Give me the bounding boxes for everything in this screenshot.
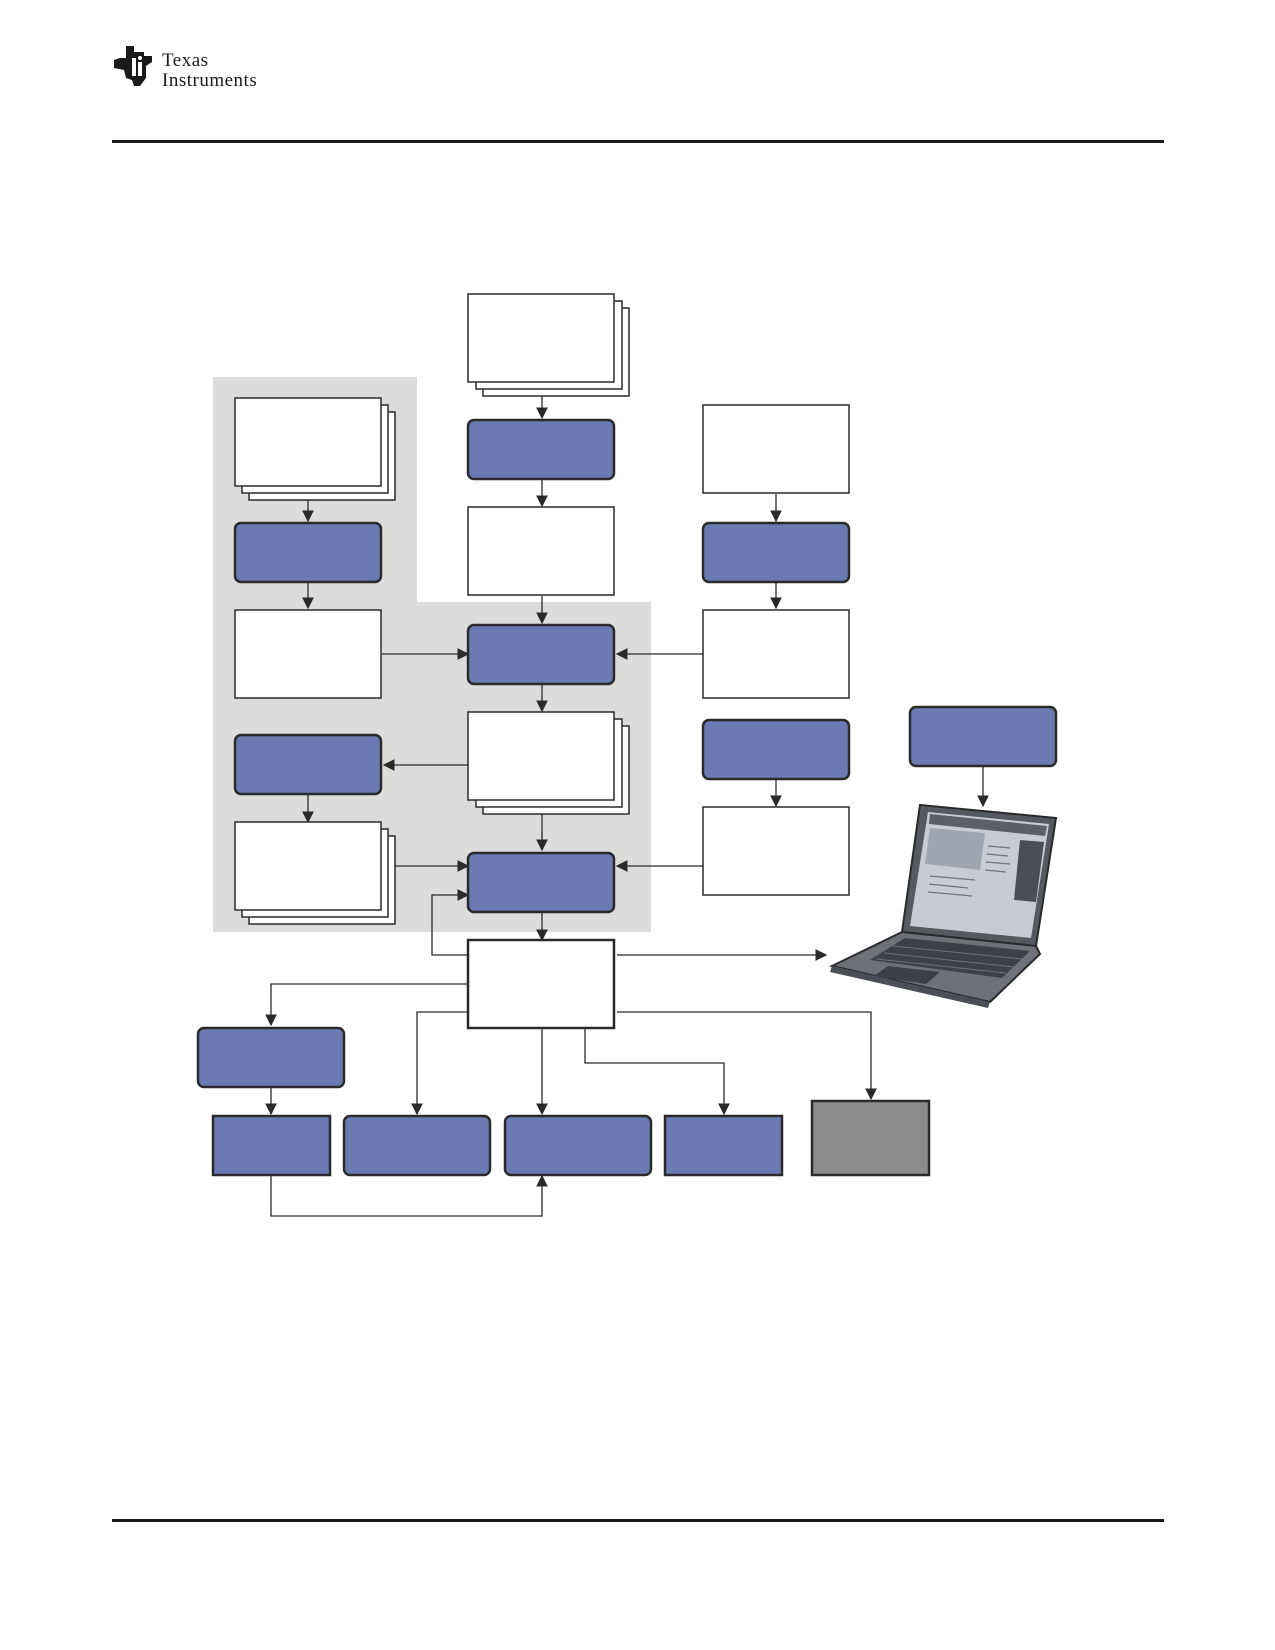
- process-box-bottom-3: [503, 1114, 653, 1177]
- process-box-center-lower: [466, 851, 616, 914]
- logo-line2: Instruments: [162, 70, 258, 91]
- data-box-stack-left-bottom: [234, 821, 396, 925]
- ti-logo: Texas Instruments: [112, 44, 312, 96]
- laptop-icon: [829, 803, 1058, 1008]
- data-box-right-middle: [702, 609, 850, 699]
- hardware-box: [810, 1099, 931, 1177]
- process-box-left-lower: [233, 733, 383, 796]
- output-box: [466, 938, 616, 1030]
- process-box-center-upper: [466, 623, 616, 686]
- process-box-bottom-2: [342, 1114, 492, 1177]
- data-box-left-middle: [234, 609, 382, 699]
- process-box-far-right: [908, 705, 1058, 768]
- data-box-stack-top: [467, 293, 630, 397]
- process-box-left-upper: [233, 521, 383, 584]
- process-box-bottom-1: [211, 1114, 332, 1177]
- footer-rule: [112, 1519, 1164, 1522]
- process-box-bottom-left-upper: [196, 1026, 346, 1089]
- data-box-stack-left-top: [234, 397, 396, 501]
- data-box-center-upper: [467, 506, 615, 596]
- data-box-right-bottom: [702, 806, 850, 896]
- ti-logo-icon: [114, 46, 152, 86]
- data-box-stack-center: [467, 711, 630, 815]
- header-rule: [112, 140, 1164, 143]
- connectors: [265, 384, 989, 1217]
- process-box-right-lower: [701, 718, 851, 781]
- process-box-right-upper: [701, 521, 851, 584]
- logo-line1: Texas: [162, 50, 209, 71]
- process-box-top: [466, 418, 616, 481]
- process-box-bottom-4: [663, 1114, 784, 1177]
- data-box-right-top: [702, 404, 850, 494]
